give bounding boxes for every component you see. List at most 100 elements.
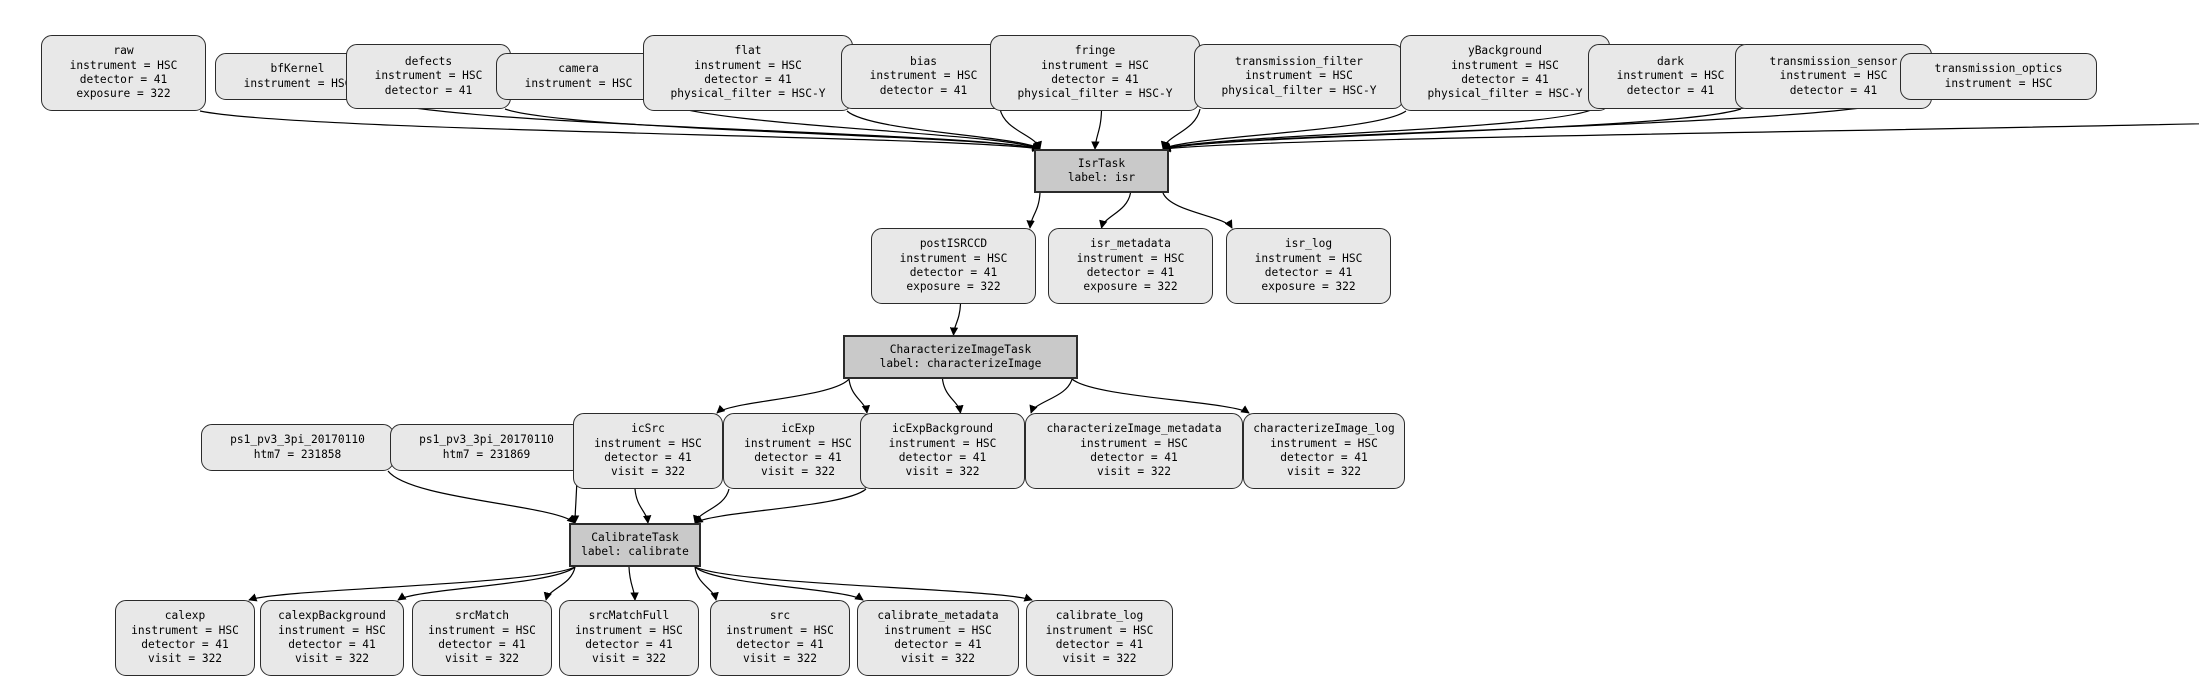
node-detail: detector = 41 [898, 451, 987, 464]
node-detail: visit = 322 [760, 465, 836, 479]
node-title: bias [910, 55, 937, 69]
node-detail: visit = 322 [591, 652, 667, 666]
edge-CharacterizeImageTask-to-icSrc [716, 378, 850, 414]
node-title: CharacterizeImageTask [889, 342, 1032, 356]
edge-IsrTask-to-postISRCCD [1026, 192, 1041, 229]
node-title: calexpBackground [278, 609, 386, 623]
node-detail: visit = 322 [742, 652, 818, 666]
edge-CalibrateTask-to-src [694, 566, 719, 601]
node-detail: detector = 41 [894, 638, 982, 651]
node-detail: instrument = HSC [744, 436, 852, 450]
node-detail: htm7 = 231858 [253, 447, 342, 461]
edges-group [199, 99, 2199, 602]
node-title: IsrTask [1077, 156, 1126, 170]
node-detail: visit = 322 [610, 465, 686, 479]
node-detail: detector = 41 [909, 266, 998, 279]
node-detail: detector = 41 [604, 451, 692, 464]
node-detail: instrument = HSC [594, 436, 702, 450]
edge-raw-to-IsrTask [199, 110, 1041, 152]
node-detail: exposure = 322 [76, 87, 171, 101]
edge-CalibrateTask-to-calibrate_metadata [694, 566, 864, 601]
node-detail: detector = 41 [1264, 266, 1353, 279]
edge-CalibrateTask-to-calibrate_log [694, 566, 1033, 602]
node-detail: detector = 41 [141, 638, 229, 651]
node-title: fringe [1074, 44, 1116, 58]
node-detail: visit = 322 [905, 465, 980, 479]
edge-CalibrateTask-to-calexp [248, 566, 576, 602]
edge-postISRCCD-to-CharacterizeImageTask [949, 303, 962, 336]
node-detail: physical_filter = HSC-Y [670, 87, 826, 101]
node-detail: physical_filter = HSC-Y [1427, 87, 1583, 101]
node-detail: instrument = HSC [374, 69, 483, 83]
node-detail: exposure = 322 [1261, 280, 1356, 294]
node-detail: instrument = HSC [884, 623, 992, 637]
node-detail: instrument = HSC [278, 623, 386, 637]
node-detail: visit = 322 [1286, 465, 1362, 479]
node-detail: detector = 41 [288, 638, 376, 651]
edge-CharacterizeImageTask-to-icExp [848, 378, 871, 414]
node-detail: physical_filter = HSC-Y [1221, 83, 1377, 97]
node-title: icSrc [631, 422, 665, 436]
node-detail: detector = 41 [585, 638, 673, 651]
node-detail: instrument = HSC [1254, 251, 1363, 265]
node-detail: detector = 41 [1461, 73, 1549, 86]
edge-flat-to-IsrTask [846, 110, 1041, 150]
node-detail: visit = 322 [1062, 652, 1137, 666]
edge-IsrTask-to-isr_log [1162, 192, 1233, 229]
node-title: characterizeImage_metadata [1046, 422, 1222, 436]
node-detail: detector = 41 [1051, 73, 1139, 86]
node-detail: detector = 41 [384, 83, 473, 97]
node-title: defects [404, 55, 453, 69]
edge-CalibrateTask-to-calexpBackground [397, 566, 576, 601]
node-detail: detector = 41 [1626, 83, 1715, 97]
node-title: raw [113, 44, 134, 58]
node-detail: instrument = HSC [1041, 58, 1149, 72]
node-detail: instrument = HSC [69, 58, 178, 72]
edge-bias-to-IsrTask [999, 108, 1042, 150]
node-detail: exposure = 322 [1083, 280, 1178, 294]
node-title: flat [734, 44, 762, 58]
node-detail: instrument = HSC [1451, 58, 1559, 72]
edge-dark-to-IsrTask [1162, 108, 1595, 151]
node-title: icExp [781, 422, 815, 436]
node-detail: visit = 322 [900, 652, 976, 666]
node-title: camera [558, 62, 599, 76]
edge-icSrc-to-CalibrateTask [634, 488, 652, 524]
node-detail: instrument = HSC [888, 436, 997, 450]
node-title: calibrate_metadata [877, 609, 999, 623]
node-title: isr_log [1284, 237, 1333, 251]
node-detail: detector = 41 [754, 451, 842, 464]
node-detail: instrument = HSC [1270, 436, 1378, 450]
